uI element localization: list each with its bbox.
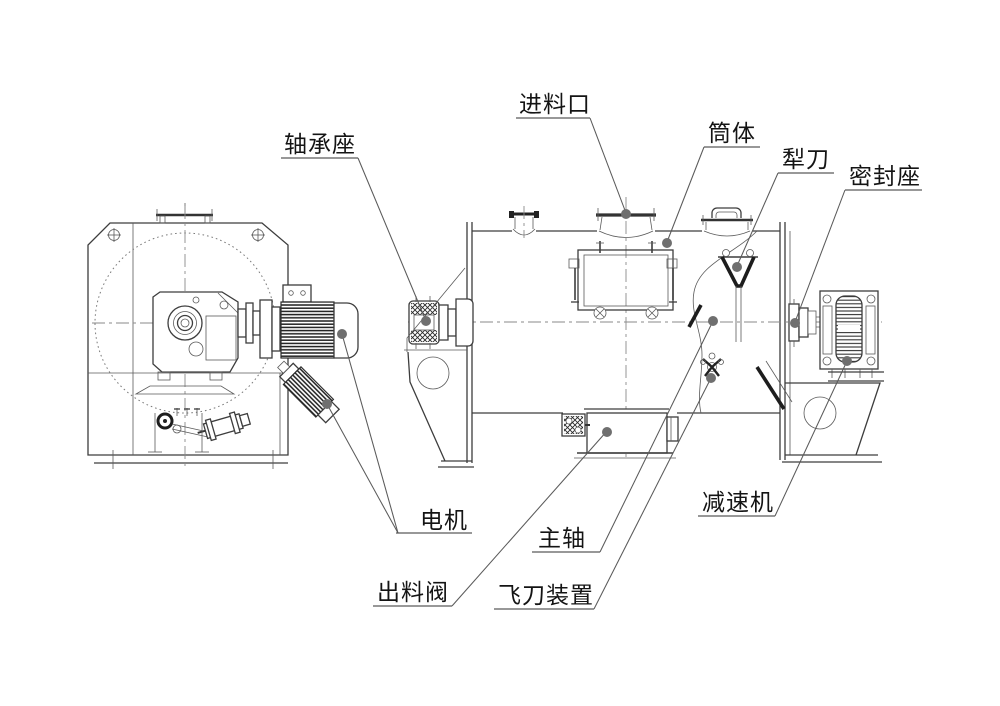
callout-reducer: 减速机 — [698, 356, 852, 517]
end-plate-outline — [87, 222, 289, 456]
callout-feed-inlet: 进料口 — [516, 92, 631, 219]
inspection-door — [568, 241, 678, 320]
label-cylinder-body: 筒体 — [708, 121, 756, 146]
vent-nozzle — [701, 207, 753, 237]
front-section-view — [404, 197, 884, 468]
motor-body — [280, 301, 335, 359]
leader-dot-seal-seat — [790, 318, 800, 328]
label-plough-blade: 犁刀 — [782, 147, 830, 172]
leader-dot-discharge-valve — [602, 427, 612, 437]
reducer-assembly — [819, 290, 879, 378]
callout-bearing-seat: 轴承座 — [281, 132, 431, 326]
bolt-hole-left — [107, 228, 121, 242]
leader-dot-motor — [337, 329, 347, 339]
callout-main-shaft: 主轴 — [532, 316, 718, 553]
label-feed-inlet: 进料口 — [519, 92, 591, 117]
right-support-stand — [782, 371, 884, 463]
leader-dot-cylinder-body — [662, 238, 672, 248]
small-nozzle — [509, 206, 539, 238]
label-reducer: 减速机 — [702, 490, 774, 515]
left-support-stand — [404, 267, 474, 468]
discharge-mechanism-side — [148, 408, 252, 453]
left-end-view — [87, 203, 359, 470]
callout-cylinder-body: 筒体 — [662, 121, 760, 248]
flying-knife-head — [700, 352, 724, 377]
label-motor: 电机 — [420, 508, 468, 533]
flying-knife-motor — [277, 360, 341, 424]
leader-dot-reducer — [842, 356, 852, 366]
leader-dot-bearing-seat — [421, 316, 431, 326]
deflector-chute — [755, 360, 793, 410]
label-flying-knife: 飞刀装置 — [498, 583, 594, 608]
discharge-valve-box — [561, 408, 679, 459]
leader-dot-knife-motor — [322, 399, 332, 409]
leader-dot-flying-knife — [706, 373, 716, 383]
leader-dot-plough-blade — [732, 262, 742, 272]
callout-flying-knife: 飞刀装置 — [494, 373, 716, 610]
bolt-hole-right — [251, 228, 265, 242]
label-bearing-seat: 轴承座 — [284, 132, 356, 157]
plough-blade — [687, 249, 758, 342]
label-seal-seat: 密封座 — [849, 164, 921, 189]
leader-dot-feed-inlet — [621, 209, 631, 219]
label-discharge-valve: 出料阀 — [377, 580, 449, 605]
callout-discharge-valve: 出料阀 — [373, 427, 612, 607]
top-nozzle-side — [156, 203, 213, 224]
callout-motor: 电机 — [322, 329, 472, 534]
callout-plough-blade: 犁刀 — [732, 147, 834, 272]
label-main-shaft: 主轴 — [538, 526, 586, 551]
leader-dot-main-shaft — [708, 316, 718, 326]
shaft-coupling — [237, 299, 281, 359]
callout-seal-seat: 密封座 — [790, 164, 922, 328]
main-motor — [280, 284, 359, 359]
gearbox — [134, 291, 239, 395]
callouts: 轴承座 进料口 筒体 犁刀 密封座 — [281, 92, 922, 610]
